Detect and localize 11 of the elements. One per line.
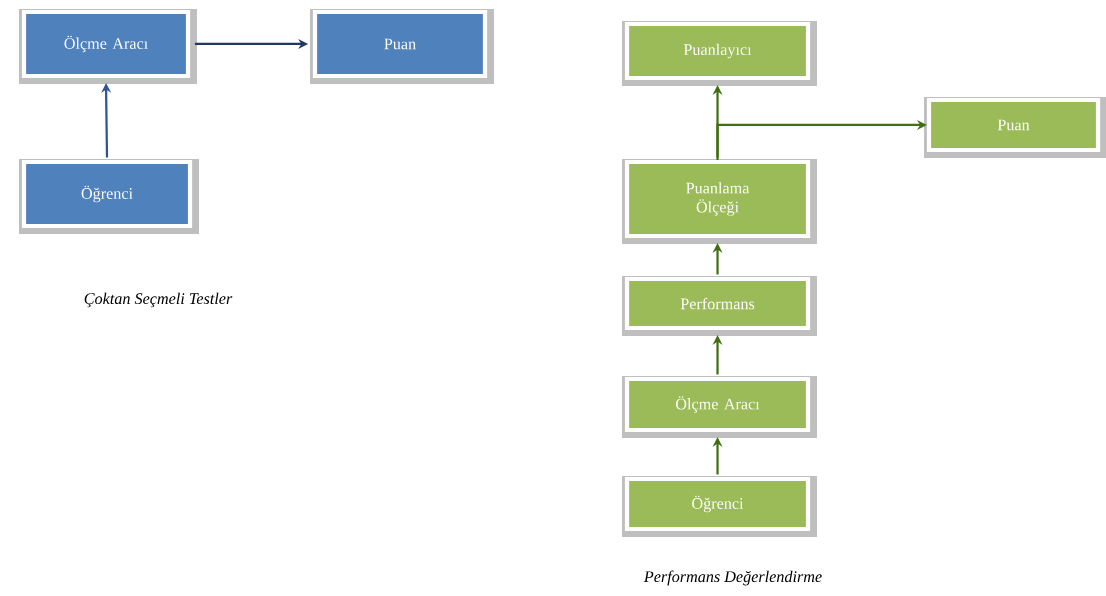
process-box: Puan	[924, 97, 1106, 158]
process-box: Ölçme Aracı	[19, 9, 197, 84]
process-box: Performans	[622, 276, 817, 336]
caption: Çoktan Seçmeli Testler	[84, 292, 233, 308]
caption: Performans Değerlendirme	[643, 570, 822, 586]
process-box: Puanlama Ölçeği	[622, 159, 817, 244]
process-box: Puan	[310, 9, 494, 84]
process-box: Ölçme Aracı	[622, 376, 817, 438]
process-box: Puanlayıcı	[622, 21, 817, 86]
process-box: Öğrenci	[622, 476, 817, 537]
process-box: Öğrenci	[19, 159, 199, 234]
